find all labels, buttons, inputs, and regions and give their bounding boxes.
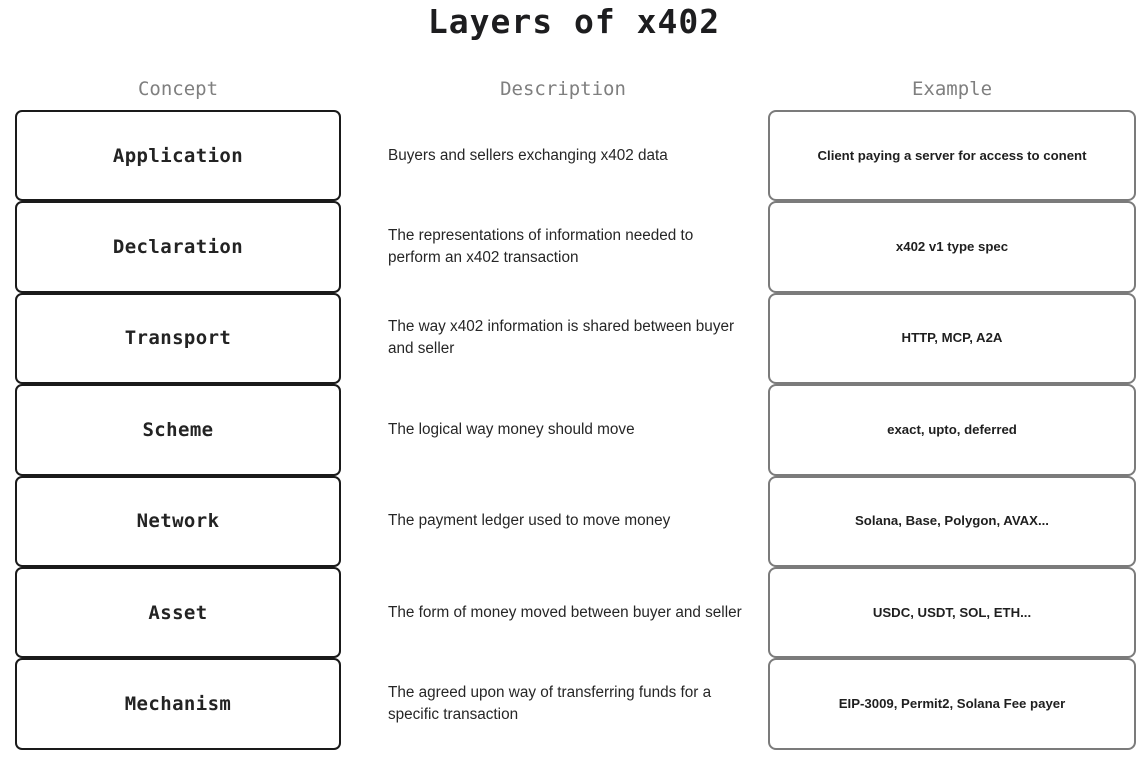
description-text: The form of money moved between buyer an… [388, 603, 742, 621]
description-cell: The agreed upon way of transferring fund… [388, 658, 744, 749]
example-box[interactable]: x402 v1 type spec [768, 201, 1136, 293]
description-text: The agreed upon way of transferring fund… [388, 684, 712, 724]
example-box[interactable]: Client paying a server for access to con… [768, 110, 1136, 202]
concept-box[interactable]: Application [15, 110, 341, 202]
description-text: Buyers and sellers exchanging x402 data [388, 146, 668, 164]
column-header-description: Description [500, 78, 626, 100]
description-cell: The logical way money should move [388, 384, 744, 475]
concept-label: Transport [124, 327, 232, 350]
concept-label: Declaration [112, 236, 244, 259]
layers-grid: Application Buyers and sellers exchanging… [0, 110, 1148, 750]
column-header-example: Example [911, 78, 993, 100]
description-cell: The way x402 information is shared betwe… [388, 293, 744, 384]
description-cell: The form of money moved between buyer an… [388, 567, 744, 658]
concept-box[interactable]: Network [15, 475, 341, 567]
layer-row: Application Buyers and sellers exchanging… [0, 110, 1148, 202]
description-text: The logical way money should move [388, 420, 635, 438]
description-text: The way x402 information is shared betwe… [388, 318, 735, 358]
page-title: Layers of x402 [427, 2, 721, 41]
layer-row: Declaration The representations of inform… [0, 201, 1148, 293]
column-header-concept: Concept [137, 78, 219, 100]
example-label: exact, upto, deferred [887, 421, 1017, 437]
concept-box[interactable]: Transport [15, 292, 341, 385]
concept-box[interactable]: Mechanism [15, 658, 341, 750]
description-text: The payment ledger used to move money [388, 512, 671, 530]
concept-label: Mechanism [124, 693, 232, 716]
layer-row: Network The payment ledger used to move m… [0, 475, 1148, 567]
example-label: EIP-3009, Permit2, Solana Fee payer [838, 696, 1066, 712]
example-box[interactable]: USDC, USDT, SOL, ETH... [768, 567, 1136, 659]
example-box[interactable]: Solana, Base, Polygon, AVAX... [768, 475, 1136, 567]
concept-box[interactable]: Scheme [15, 384, 341, 476]
description-cell: The representations of information neede… [388, 201, 744, 292]
concept-label: Scheme [142, 418, 214, 441]
example-label: HTTP, MCP, A2A [901, 330, 1003, 346]
example-label: Solana, Base, Polygon, AVAX... [855, 513, 1049, 529]
example-label: x402 v1 type spec [895, 239, 1009, 255]
concept-box[interactable]: Asset [15, 567, 341, 659]
layer-row: Asset The form of money moved between buy… [0, 567, 1148, 659]
layer-row: Mechanism The agreed upon way of transfer… [0, 658, 1148, 750]
concept-label: Application [112, 144, 244, 167]
description-cell: The payment ledger used to move money [388, 476, 744, 567]
concept-box[interactable]: Declaration [15, 201, 341, 293]
example-box[interactable]: exact, upto, deferred [768, 384, 1136, 476]
example-box[interactable]: HTTP, MCP, A2A [768, 292, 1136, 385]
concept-label: Asset [148, 601, 208, 624]
layer-row: Scheme The logical way money should move e… [0, 384, 1148, 476]
description-text: The representations of information neede… [388, 227, 694, 267]
example-label: USDC, USDT, SOL, ETH... [872, 604, 1032, 620]
layer-row: Transport The way x402 information is sha… [0, 292, 1148, 385]
concept-label: Network [136, 510, 220, 533]
description-cell: Buyers and sellers exchanging x402 data [388, 110, 744, 201]
example-box[interactable]: EIP-3009, Permit2, Solana Fee payer [768, 658, 1136, 750]
example-label: Client paying a server for access to con… [817, 147, 1087, 163]
